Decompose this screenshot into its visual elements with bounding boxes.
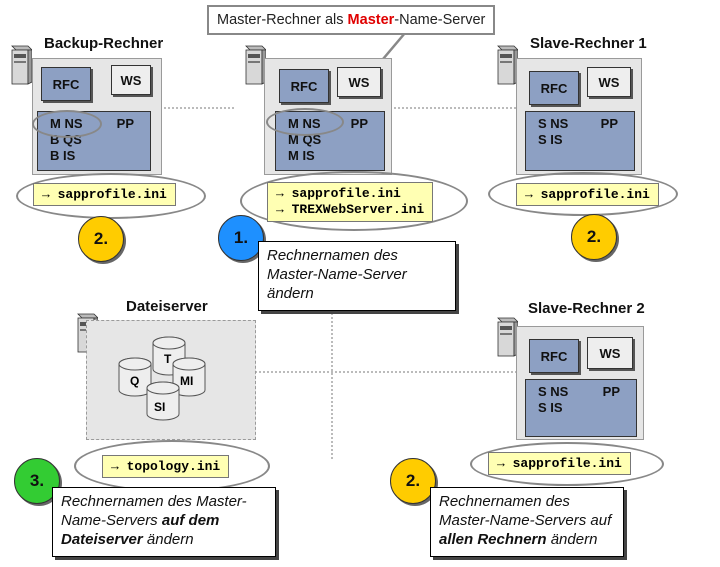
callout-suffix: -Name-Server (394, 12, 486, 28)
master-note-line-1: Rechnernamen des (267, 247, 398, 264)
slave1-file-ellipse (488, 172, 678, 216)
backup-ns-ellipse (32, 110, 102, 138)
master-file-trexwebserver: → TREXWebServer.ini (276, 202, 425, 217)
callout-highlight: Master (347, 12, 395, 28)
slave2-services: S NS PP S IS (525, 379, 637, 437)
cylinder-label-t: T (164, 352, 172, 366)
callout-prefix: Master-Rechner als (217, 12, 348, 28)
fileserver-title: Dateiserver (126, 298, 208, 315)
master-ns-ellipse (266, 108, 344, 136)
fileserver-step: 3. (14, 458, 60, 504)
all-hosts-note: Rechnernamen des Master-Name-Servers auf… (430, 487, 624, 557)
slave2-host: RFC WS S NS PP S IS (516, 326, 644, 440)
slave1-line-2: S IS (538, 132, 563, 147)
backup-host: RFC WS M NS PP B QS B IS (32, 58, 162, 175)
master-callout: Master-Rechner als Master-Name-Server (207, 5, 496, 35)
master-line-3: M IS (288, 148, 315, 163)
server-icon (497, 317, 518, 357)
fileserver-note-line-3b: ändern (142, 531, 194, 548)
slave2-title: Slave-Rechner 2 (528, 300, 645, 317)
master-file-ellipse (240, 171, 468, 231)
server-icon (497, 45, 518, 85)
master-file-sapprofile: → sapprofile.ini (276, 186, 401, 201)
slave2-file-sapprofile: → sapprofile.ini (488, 452, 631, 475)
slave1-line-1: S NS (538, 116, 569, 131)
slave1-ws: WS (587, 67, 631, 97)
slave1-host: RFC WS S NS PP S IS (516, 58, 642, 175)
slave1-services: S NS PP S IS (525, 111, 635, 171)
master-line-2: M QS (288, 132, 322, 147)
slave1-pp: PP (600, 116, 618, 131)
master-note: Rechnernamen des Master-Name-Server ände… (258, 241, 456, 311)
slave2-step: 2. (390, 458, 436, 504)
fileserver-note-line-2a: Name-Servers (61, 512, 162, 529)
slave2-pp: PP (602, 384, 620, 399)
server-icon (245, 45, 266, 85)
fileserver-note-line-2b: auf dem (161, 512, 220, 529)
slave2-line-2: S IS (538, 400, 563, 415)
master-ws: WS (337, 67, 381, 97)
fileserver-note-line-1: Rechnernamen des Master- (61, 493, 247, 510)
server-icon (11, 45, 32, 85)
backup-title: Backup-Rechner (44, 35, 164, 52)
slave2-rfc: RFC (529, 339, 579, 373)
master-step: 1. (218, 215, 264, 261)
slave1-file-sapprofile: → sapprofile.ini (516, 183, 659, 206)
master-pp: PP (350, 116, 368, 131)
fileserver-file-topology: → topology.ini (102, 455, 230, 478)
fileserver-note: Rechnernamen des Master- Name-Servers au… (52, 487, 276, 557)
backup-line-3: B IS (50, 148, 76, 163)
backup-rfc: RFC (41, 67, 91, 101)
backup-file-sapprofile: → sapprofile.ini (33, 183, 176, 206)
slave1-rfc: RFC (529, 71, 579, 105)
slave2-ws: WS (587, 337, 633, 369)
backup-ws: WS (111, 65, 151, 95)
cylinder-label-si: SI (154, 400, 166, 414)
slave1-title: Slave-Rechner 1 (530, 35, 647, 52)
slave2-line-1: S NS (538, 384, 569, 399)
cylinder-label-q: Q (130, 374, 140, 388)
slave2-file-ellipse (470, 442, 664, 486)
master-note-line-3: ändern (267, 285, 314, 302)
all-note-line-3a: allen Rechnern (439, 531, 547, 548)
master-files: → sapprofile.ini → TREXWebServer.ini (267, 182, 434, 222)
all-note-line-2: Master-Name-Servers auf (439, 512, 612, 529)
storage-cylinders (118, 336, 206, 421)
master-rfc: RFC (279, 69, 329, 103)
all-note-line-3b: ändern (546, 531, 598, 548)
backup-pp: PP (116, 116, 134, 131)
slave1-step: 2. (571, 214, 617, 260)
backup-step: 2. (78, 216, 124, 262)
all-note-line-1: Rechnernamen des (439, 493, 570, 510)
cylinder-label-mi: MI (180, 374, 194, 388)
master-note-line-2: Master-Name-Server (267, 266, 407, 283)
fileserver-note-line-3a: Dateiserver (61, 531, 143, 548)
